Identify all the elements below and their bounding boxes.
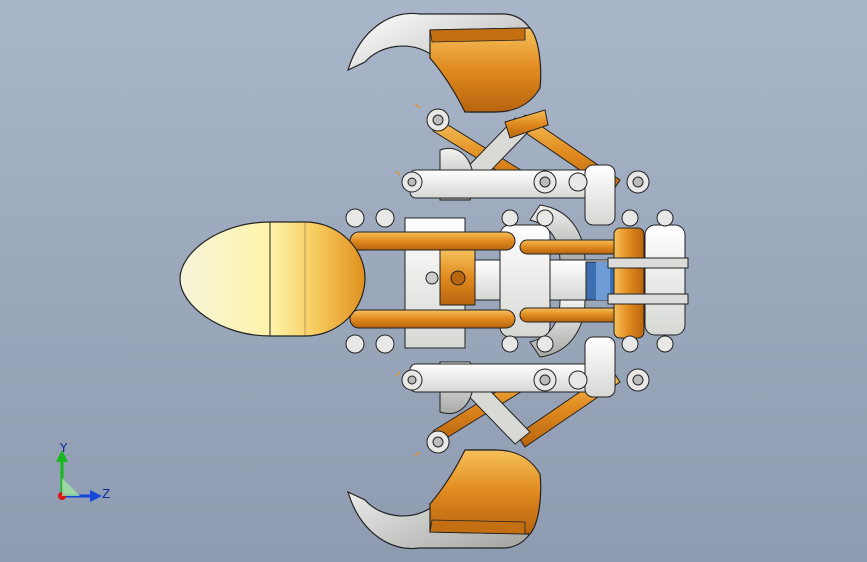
triad-arrows xyxy=(56,450,102,502)
nut xyxy=(345,108,674,454)
triad-y-label: Y xyxy=(60,441,68,455)
upper-jaw[interactable] xyxy=(347,12,542,113)
rear-clamp[interactable] xyxy=(607,224,689,339)
side-plates[interactable] xyxy=(409,147,616,415)
coordinate-triad: Y Z xyxy=(40,438,120,518)
lower-jaw[interactable] xyxy=(347,449,542,550)
fasteners[interactable] xyxy=(345,103,674,457)
triad-z-label: Z xyxy=(102,487,111,501)
nose-cone[interactable] xyxy=(179,221,366,337)
